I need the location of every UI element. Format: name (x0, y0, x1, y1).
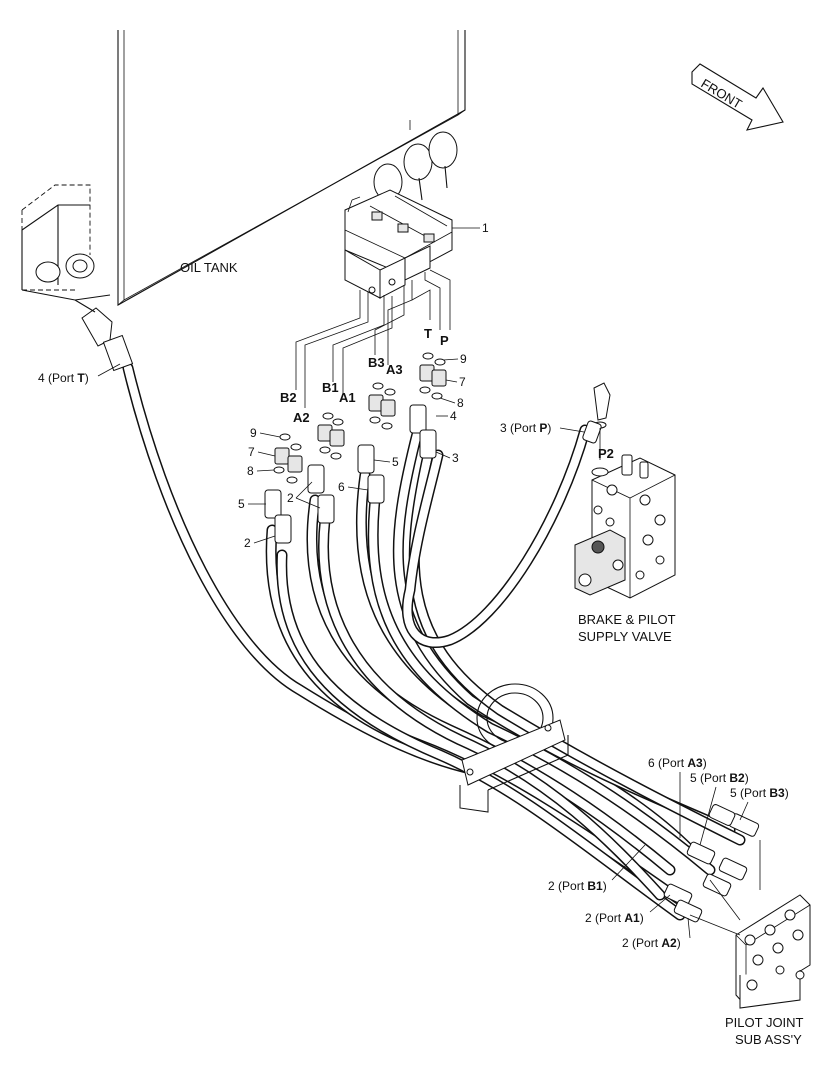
port-b2-label: B2 (280, 390, 297, 405)
callout-8-left: 8 (247, 464, 254, 478)
pilot-control-valve: 1 (344, 131, 489, 299)
hose-ref-port-a1: 2 (Port A1) (585, 911, 644, 925)
callout-1: 1 (482, 221, 489, 235)
callout-9-left: 9 (250, 426, 257, 440)
hose-ref-labels: 4 (Port T) 3 (Port P) 6 (Port A3) 5 (Por… (38, 363, 789, 950)
callout-4-right: 4 (450, 409, 457, 423)
callout-3-right: 3 (452, 451, 459, 465)
fittings-left (264, 433, 303, 544)
fittings-mid-right (357, 382, 396, 504)
callout-5-left: 5 (238, 497, 245, 511)
hose-clamp-bracket (459, 683, 569, 813)
hose-ref-port-b1: 2 (Port B1) (548, 879, 607, 893)
hoses (122, 362, 746, 921)
callout-2-mid: 2 (287, 491, 294, 505)
hose-ref-port-p: 3 (Port P) (500, 421, 551, 435)
fittings-mid-left (307, 412, 345, 524)
port-t-label: T (424, 326, 432, 341)
port-p2-label: P2 (598, 446, 614, 461)
callout-6-mid: 6 (338, 480, 345, 494)
hose-ref-port-t: 4 (Port T) (38, 371, 89, 385)
front-arrow: FRONT (691, 63, 784, 131)
port-b3-label: B3 (368, 355, 385, 370)
pilot-joint-sub-assy: PILOT JOINT SUB ASS'Y (663, 804, 811, 1047)
callout-8-right: 8 (457, 396, 464, 410)
port-p-label: P (440, 333, 449, 348)
pilot-joint-label-1: PILOT JOINT (725, 1015, 804, 1030)
oil-tank: OIL TANK (21, 30, 466, 306)
oil-tank-label: OIL TANK (180, 260, 238, 275)
callout-7-left: 7 (248, 445, 255, 459)
brake-valve-label-2: SUPPLY VALVE (578, 629, 672, 644)
hose-ref-port-b2: 5 (Port B2) (690, 771, 749, 785)
callouts: 9 7 8 5 2 2 6 5 9 7 8 4 3 (238, 352, 467, 550)
callout-2-left: 2 (244, 536, 251, 550)
port-b1-label: B1 (322, 380, 339, 395)
port-labels: B2 A2 B1 A1 B3 A3 T P (280, 326, 449, 425)
pilot-joint-label-2: SUB ASS'Y (735, 1032, 802, 1047)
port-a2-label: A2 (293, 410, 310, 425)
port-a1-label: A1 (339, 390, 356, 405)
hose-ref-port-b3: 5 (Port B3) (730, 786, 789, 800)
callout-5-mid: 5 (392, 455, 399, 469)
brake-valve-label-1: BRAKE & PILOT (578, 612, 676, 627)
hose-ref-port-a3: 6 (Port A3) (648, 756, 707, 770)
callout-7-right: 7 (459, 375, 466, 389)
brake-pilot-supply-valve: P2 BRAKE & PILOT SUPPLY VALVE (574, 382, 676, 644)
port-a3-label: A3 (386, 362, 403, 377)
port-t-fitting (74, 299, 134, 372)
fittings-right (409, 352, 447, 459)
port-leader-lines (295, 269, 451, 408)
hose-ref-port-a2: 2 (Port A2) (622, 936, 681, 950)
callout-9-right: 9 (460, 352, 467, 366)
front-arrow-label: FRONT (698, 76, 744, 112)
